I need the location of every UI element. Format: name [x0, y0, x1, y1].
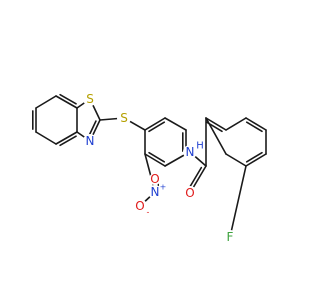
bond-r2-r3 [225, 117, 247, 131]
bond-Cc-O1-double [188, 166, 203, 189]
bond-r7-r1 [205, 117, 227, 155]
svg-text:S: S [86, 92, 94, 106]
atom-f: F [223, 230, 237, 244]
bond-a6-a1 [35, 95, 57, 109]
bond-r1-r2 [205, 117, 227, 131]
bond-r5-r6 [245, 153, 267, 167]
svg-text:F: F [227, 230, 234, 244]
bond-a3-a4 [55, 131, 78, 145]
bond-b5-b6 [144, 153, 166, 167]
atom-h-amide: H [195, 141, 205, 152]
bond-b1-b2 [144, 117, 166, 131]
atom-n-thiazole: N [83, 134, 97, 148]
bond-b1-b2-double [148, 121, 166, 133]
atom-label-layer: S N S N H O N + [83, 92, 237, 244]
svg-text:O: O [150, 172, 159, 186]
atom-o-nitro-top: O [149, 172, 161, 186]
bond-layer [31, 93, 267, 238]
svg-text:+: + [160, 183, 167, 192]
bond-b2-b3 [164, 117, 187, 131]
svg-text:O: O [135, 199, 144, 213]
atom-s-thioether: S [117, 111, 131, 125]
svg-text:N: N [151, 185, 160, 199]
atom-n-amide: N [183, 145, 197, 159]
svg-text:O: O [185, 186, 194, 200]
bond-r3-r4 [245, 117, 267, 131]
bond-b4-b5 [164, 153, 187, 167]
svg-text:S: S [120, 111, 128, 125]
bond-r3-r4-double [245, 121, 263, 133]
bond-r5-r6-double [245, 151, 263, 163]
bond-r6-r7 [225, 153, 247, 167]
bond-a5-a6-double [59, 93, 77, 105]
bond-a2-a3 [35, 131, 57, 145]
svg-text:N: N [86, 134, 95, 148]
svg-text:H: H [196, 141, 204, 152]
bond-a5-a6 [55, 95, 78, 109]
atom-o-nitro-left: O - [133, 199, 150, 217]
atom-n-nitro: N + [148, 183, 167, 199]
bond-r6-F [229, 165, 247, 238]
svg-text:-: - [147, 208, 150, 217]
svg-text:N: N [186, 145, 195, 159]
atom-s-thiazole: S [83, 92, 97, 106]
bond-a3-a4-double [59, 135, 77, 147]
bond-b5-b6-double [148, 151, 166, 163]
atom-o-carbonyl: O [183, 186, 197, 200]
molecule-structure: S N S N H O N + [31, 92, 267, 244]
